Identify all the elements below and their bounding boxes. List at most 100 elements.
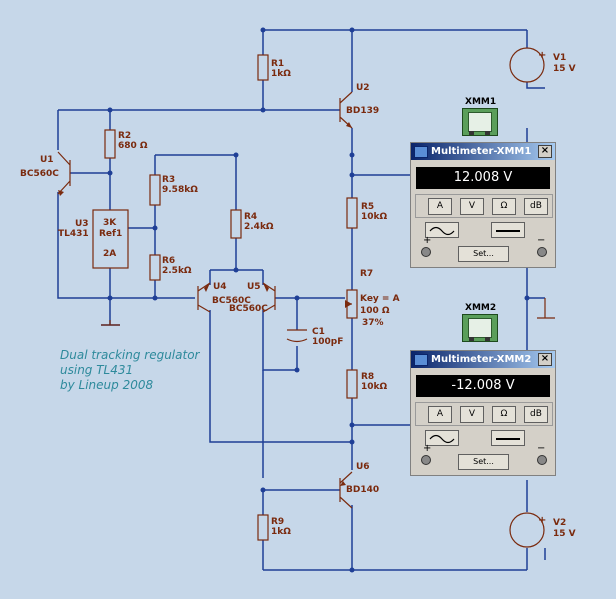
minus-terminal[interactable] <box>537 455 547 465</box>
r4-value: 2.4kΩ <box>244 222 274 232</box>
close-button[interactable]: × <box>538 353 552 366</box>
ac-button[interactable] <box>425 222 459 238</box>
gauge-icon <box>468 318 492 338</box>
ohms-button[interactable]: Ω <box>492 406 516 423</box>
set-button[interactable]: Set... <box>458 454 509 470</box>
r2-value: 680 Ω <box>118 141 148 151</box>
db-button[interactable]: dB <box>524 198 548 215</box>
u5-name: U5 <box>247 282 261 292</box>
r6-value: 2.5kΩ <box>162 266 192 276</box>
r8-value: 10kΩ <box>361 382 388 392</box>
plus-terminal-label: + <box>423 443 432 454</box>
u3-pin-k: 3K <box>103 218 117 228</box>
v2-source: + <box>509 512 546 548</box>
u4-name: U4 <box>213 282 227 292</box>
r3-body <box>149 174 161 206</box>
r3-value: 9.58kΩ <box>162 185 198 195</box>
r2-name: R2 <box>118 131 131 141</box>
v1-source: + <box>509 47 546 83</box>
amps-button[interactable]: A <box>428 198 452 215</box>
xmm2-tag: XMM2 <box>465 303 496 313</box>
minus-terminal-label: − <box>537 443 546 454</box>
junction-dots <box>107 27 530 573</box>
volts-button[interactable]: V <box>460 198 484 215</box>
u2-transistor <box>339 91 353 129</box>
plus-terminal[interactable] <box>421 455 431 465</box>
r6-name: R6 <box>162 256 175 266</box>
u5-transistor <box>262 282 276 313</box>
r7-value: 100 Ω <box>360 306 390 316</box>
u3-pin-a: 2A <box>103 249 116 259</box>
multimeter-xmm1-window[interactable]: Multimeter-XMM1 × 12.008 V A V Ω dB + − … <box>410 142 556 268</box>
r8-name: R8 <box>361 372 374 382</box>
u6-model: BD140 <box>346 485 379 495</box>
sine-wave-icon <box>429 226 455 236</box>
xmm2-mini-meter[interactable] <box>462 314 498 342</box>
r7-key: Key = A <box>360 294 400 304</box>
u1-model: BC560C <box>20 169 59 179</box>
xmm2-title-bar[interactable]: Multimeter-XMM2 × <box>411 351 555 368</box>
close-button[interactable]: × <box>538 145 552 158</box>
db-button[interactable]: dB <box>524 406 548 423</box>
u3-pin-ref: Ref1 <box>99 229 122 239</box>
r2-body <box>104 129 116 159</box>
set-button[interactable]: Set... <box>458 246 509 262</box>
c1-symbol <box>286 329 308 343</box>
r7-percent: 37% <box>362 318 384 328</box>
u1-name: U1 <box>40 155 54 165</box>
xmm1-mode-buttons: A V Ω dB <box>415 194 553 218</box>
amps-button[interactable]: A <box>428 406 452 423</box>
u3-name: U3 <box>75 219 89 229</box>
xmm1-tag: XMM1 <box>465 97 496 107</box>
v2-value: 15 V <box>553 529 576 539</box>
xmm2-title: Multimeter-XMM2 <box>431 354 532 365</box>
r5-value: 10kΩ <box>361 212 388 222</box>
r4-name: R4 <box>244 212 257 222</box>
svg-text:+: + <box>538 515 546 526</box>
r4-body <box>230 209 242 239</box>
gauge-icon <box>468 112 492 132</box>
c1-name: C1 <box>312 327 325 337</box>
r3-name: R3 <box>162 175 175 185</box>
dc-line-icon <box>496 230 520 232</box>
v1-name: V1 <box>553 53 566 63</box>
r5-name: R5 <box>361 202 374 212</box>
u6-name: U6 <box>356 462 370 472</box>
xmm1-reading: 12.008 V <box>416 167 550 189</box>
volts-button[interactable]: V <box>460 406 484 423</box>
u4-model: BC560C <box>212 296 251 306</box>
r9-body <box>257 514 269 541</box>
ac-button[interactable] <box>425 430 459 446</box>
u3-body <box>92 209 129 269</box>
xmm1-mini-meter[interactable] <box>462 108 498 136</box>
r7-name: R7 <box>360 269 373 279</box>
svg-text:+: + <box>538 50 546 61</box>
r9-value: 1kΩ <box>271 527 291 537</box>
r5-body <box>346 197 358 229</box>
minus-terminal[interactable] <box>537 247 547 257</box>
xmm2-reading: -12.008 V <box>416 375 550 397</box>
r8-body <box>346 369 358 399</box>
c1-value: 100pF <box>312 337 343 347</box>
multimeter-icon <box>414 354 428 366</box>
r6-body <box>149 254 161 281</box>
dc-line-icon <box>496 438 520 440</box>
note-line-1: Dual tracking regulator <box>60 348 201 362</box>
multimeter-xmm2-window[interactable]: Multimeter-XMM2 × -12.008 V A V Ω dB + −… <box>410 350 556 476</box>
dc-button[interactable] <box>491 430 525 446</box>
r7-wiper-arrow <box>345 300 352 308</box>
note-line-2: using TL431 <box>60 363 133 377</box>
u2-name: U2 <box>356 83 370 93</box>
ohms-button[interactable]: Ω <box>492 198 516 215</box>
ground-symbol <box>101 298 555 326</box>
sine-wave-icon <box>429 434 455 444</box>
v2-name: V2 <box>553 518 566 528</box>
u5-model: BC560C <box>229 304 268 314</box>
dc-button[interactable] <box>491 222 525 238</box>
r1-value: 1kΩ <box>271 69 291 79</box>
xmm1-title-bar[interactable]: Multimeter-XMM1 × <box>411 143 555 160</box>
minus-terminal-label: − <box>537 235 546 246</box>
plus-terminal[interactable] <box>421 247 431 257</box>
r9-name: R9 <box>271 517 284 527</box>
